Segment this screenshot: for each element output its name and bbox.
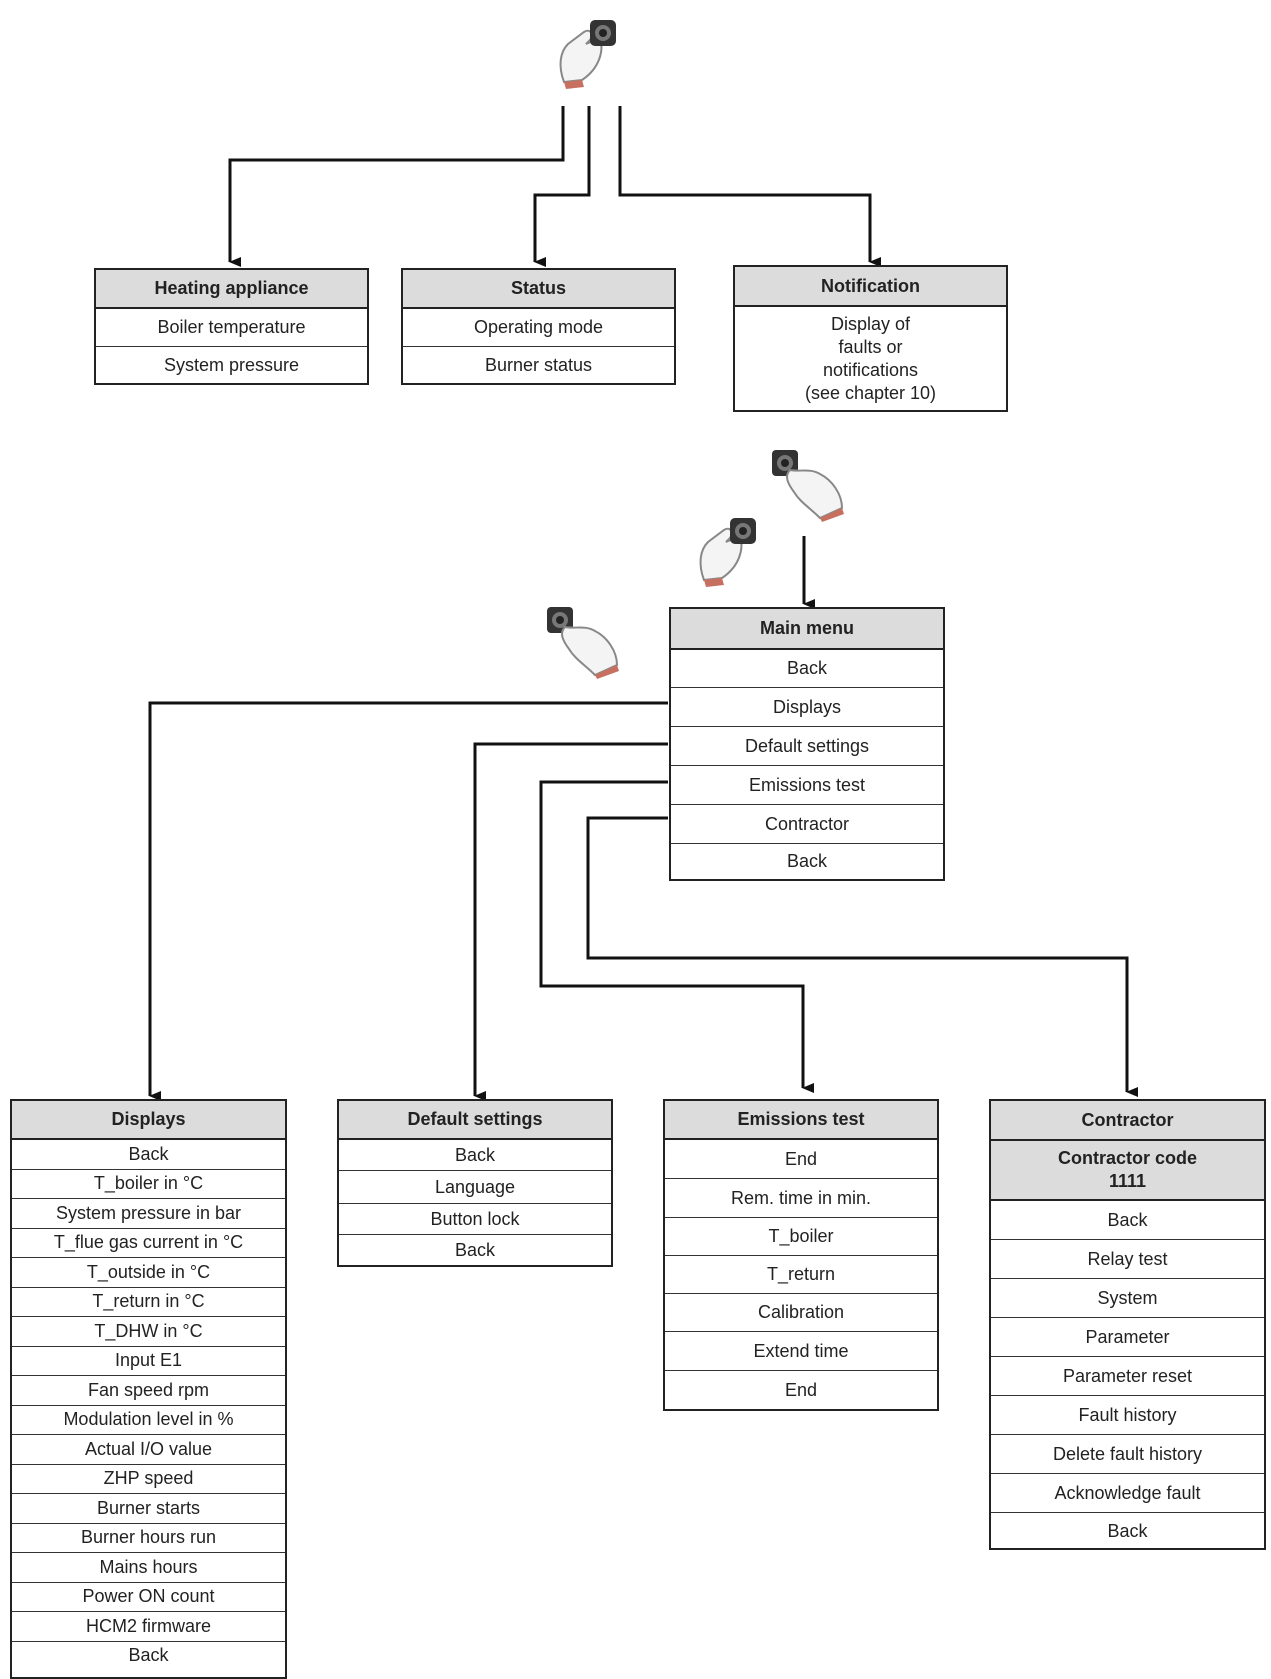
displays-box: Displays Back T_boiler in °C System pres… — [10, 1099, 287, 1679]
list-item: Language — [339, 1171, 611, 1204]
default-settings-title: Default settings — [339, 1101, 611, 1140]
list-item: T_DHW in °C — [12, 1317, 285, 1347]
list-item: Parameter — [991, 1318, 1264, 1357]
list-item: Mains hours — [12, 1553, 285, 1583]
list-item: Button lock — [339, 1204, 611, 1235]
arrow-to-contractor — [586, 816, 1138, 1097]
list-item: Parameter reset — [991, 1357, 1264, 1396]
list-item: Back — [128, 1645, 169, 1665]
contractor-title: Contractor — [991, 1101, 1264, 1141]
list-item: Extend time — [665, 1332, 937, 1371]
list-item: Operating mode — [403, 309, 674, 347]
notification-line: faults or — [838, 336, 903, 357]
notification-line: (see chapter 10) — [804, 382, 937, 403]
main-menu-box: Main menu Back Displays Default settings… — [669, 607, 945, 881]
status-box: Status Operating mode Burner status — [401, 268, 676, 385]
list-item: Delete fault history — [991, 1435, 1264, 1474]
heating-appliance-title: Heating appliance — [96, 270, 367, 309]
list-item: Power ON count — [12, 1583, 285, 1612]
list-item: Burner starts — [12, 1494, 285, 1524]
list-item: T_return — [665, 1256, 937, 1294]
list-item: Actual I/O value — [12, 1435, 285, 1465]
contractor-code-label: Contractor code — [1057, 1148, 1198, 1168]
list-item: End — [665, 1140, 937, 1179]
list-item: T_flue gas current in °C — [12, 1229, 285, 1258]
menu-item: Default settings — [671, 727, 943, 766]
menu-item: Emissions test — [671, 766, 943, 805]
press-knob-hand-icon — [772, 450, 844, 522]
list-item: System pressure — [163, 354, 300, 375]
list-item: End — [784, 1379, 818, 1400]
arrow-to-displays — [148, 701, 668, 1101]
contractor-code: Contractor code 1111 — [991, 1141, 1264, 1201]
list-item: T_return in °C — [12, 1288, 285, 1317]
status-title: Status — [403, 270, 674, 309]
list-item: Burner hours run — [12, 1524, 285, 1553]
arrow-to-heating-appliance — [228, 106, 565, 267]
list-item: Rem. time in min. — [665, 1179, 937, 1218]
list-item: Back — [1107, 1521, 1148, 1541]
list-item: Input E1 — [12, 1347, 285, 1376]
arrow-to-status — [533, 106, 591, 267]
displays-title: Displays — [12, 1101, 285, 1140]
list-item: Back — [12, 1140, 285, 1170]
arrow-to-emissions-test — [539, 780, 814, 1093]
notification-title: Notification — [735, 267, 1006, 307]
list-item: Modulation level in % — [12, 1406, 285, 1435]
rotate-knob-hand-icon — [559, 20, 616, 89]
list-item: System pressure in bar — [12, 1199, 285, 1229]
list-item: Relay test — [991, 1240, 1264, 1279]
press-knob-hand-icon — [547, 607, 619, 679]
contractor-code-value: 1111 — [1108, 1171, 1147, 1191]
rotate-knob-hand-icon — [699, 518, 756, 587]
list-item: ZHP speed — [12, 1465, 285, 1494]
emissions-test-box: Emissions test End Rem. time in min. T_b… — [663, 1099, 939, 1411]
list-item: T_outside in °C — [12, 1258, 285, 1288]
contractor-box: Contractor Contractor code 1111 Back Rel… — [989, 1099, 1266, 1550]
menu-item: Back — [786, 851, 828, 871]
list-item: HCM2 firmware — [12, 1612, 285, 1642]
list-item: System — [991, 1279, 1264, 1318]
list-item: Back — [339, 1140, 611, 1171]
notification-line: Display of — [830, 313, 911, 334]
list-item: Fault history — [991, 1396, 1264, 1435]
list-item: T_boiler — [665, 1218, 937, 1256]
menu-item: Displays — [671, 688, 943, 727]
menu-item: Contractor — [671, 805, 943, 844]
list-item: Calibration — [665, 1294, 937, 1332]
list-item: Boiler temperature — [96, 309, 367, 347]
notification-box: Notification Display of faults or notifi… — [733, 265, 1008, 412]
menu-item: Back — [671, 650, 943, 688]
list-item: Burner status — [484, 354, 593, 375]
emissions-test-title: Emissions test — [665, 1101, 937, 1140]
list-item: T_boiler in °C — [12, 1170, 285, 1199]
list-item: Fan speed rpm — [12, 1376, 285, 1406]
arrow-to-default-settings — [473, 742, 668, 1101]
arrow-to-notification — [618, 106, 881, 267]
list-item: Back — [991, 1201, 1264, 1240]
notification-text: Display of faults or notifications (see … — [735, 307, 1006, 410]
main-menu-title: Main menu — [671, 609, 943, 650]
notification-line: notifications — [822, 359, 919, 380]
list-item: Back — [454, 1239, 496, 1260]
heating-appliance-box: Heating appliance Boiler temperature Sys… — [94, 268, 369, 385]
default-settings-box: Default settings Back Language Button lo… — [337, 1099, 613, 1267]
list-item: Acknowledge fault — [991, 1474, 1264, 1513]
